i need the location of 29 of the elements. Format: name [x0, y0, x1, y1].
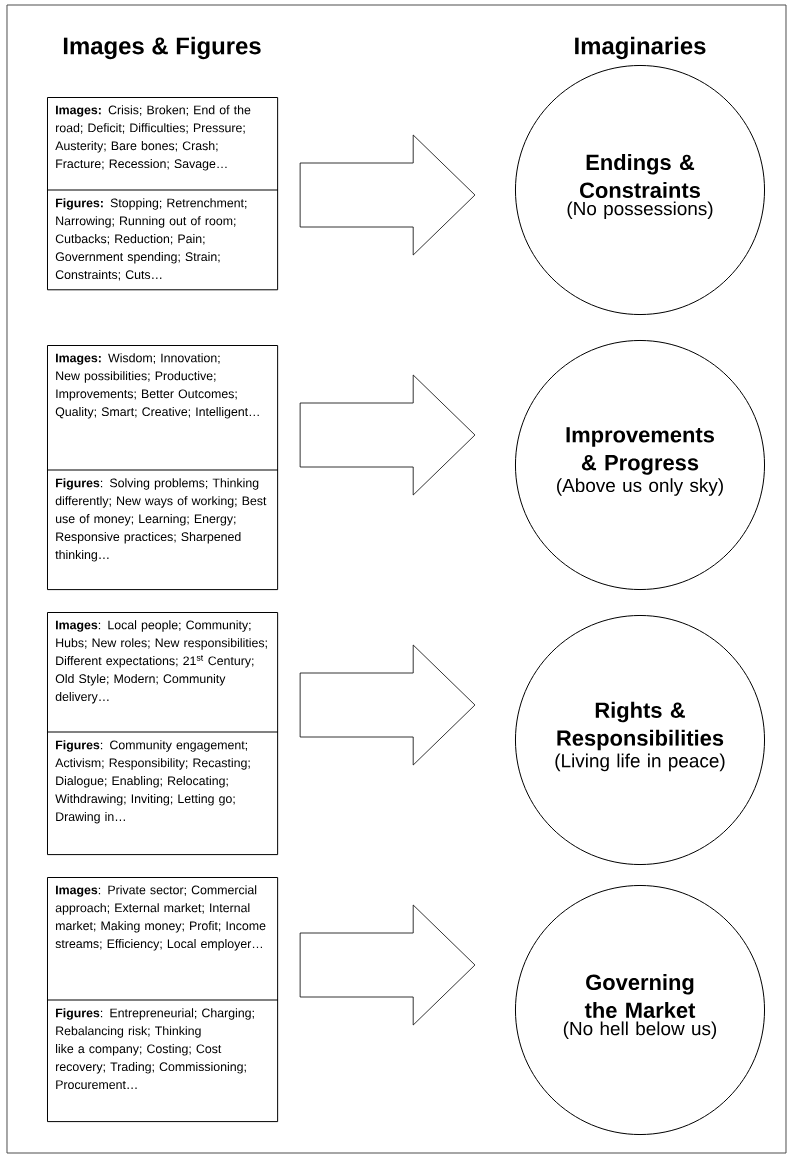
- box-text: Figures: Stopping; Retrenchment; Narrowing; Running out of room; Cutbacks; Reduction; Pain; Government spending; Strain; Constraints; Cuts…: [55, 198, 247, 281]
- text-box: [47, 612, 279, 856]
- column-heading: Images & Figures: [63, 36, 261, 60]
- circle-subtitle: (Living life in peace): [555, 753, 725, 772]
- circle-subtitle: (Above us only sky): [557, 478, 723, 496]
- circle-title: Endings & Constraints: [580, 154, 700, 198]
- circle-subtitle: (No possessions): [567, 201, 713, 220]
- box-text: Figures: Community engagement; Activism; Responsibility; Recasting; Dialogue; Enabling; Relocating; Withdrawing; Inviting; Letting go; Drawing in…: [55, 740, 250, 824]
- imaginary-circle: [514, 65, 766, 316]
- box-text: Images: Wisdom; Innovation; New possibilities; Productive; Improvements; Better Outcomes; Quality; Smart; Creative; Intelligent…: [55, 353, 259, 419]
- block-arrow: [299, 134, 476, 256]
- imaginary-circle: [514, 614, 766, 866]
- text-box: [47, 877, 279, 1123]
- text-box: [47, 345, 279, 591]
- box-text: Images: Crisis; Broken; End of the road; Deficit; Difficulties; Pressure; Austerity; Bare bones; Crash; Fracture; Recession; Savage…: [55, 105, 251, 171]
- imaginary-circle: [514, 884, 766, 1136]
- block-arrow: [299, 904, 476, 1026]
- box-text: Images: Local people; Community; Hubs; New roles; New responsibilities; Different expectations; 21$^{st}$ Century; Old Style; Modern; Community delivery…: [55, 620, 267, 704]
- circle-subtitle: (No hell below us): [563, 1021, 717, 1040]
- block-arrow: [299, 644, 476, 766]
- circle-title: Improvements & Progress: [566, 427, 714, 475]
- box-text: Figures: Solving problems; Thinking differently; New ways of working; Best use of money; Learning; Energy; Responsive practices; Sharpened thinking…: [55, 478, 267, 562]
- circle-title: Governing the Market: [584, 974, 696, 1018]
- box-text: Images: Private sector; Commercial approach; External market; Internal market; Making money; Profit; Income streams; Efficiency; Local employer…: [55, 885, 266, 951]
- imaginary-circle: [514, 340, 766, 591]
- block-arrow: [299, 374, 476, 496]
- box-text: Figures: Entrepreneurial; Charging; Rebalancing risk; Thinking like a company; Costing; Cost recovery; Trading; Commissioning; Procurement…: [56, 1008, 254, 1089]
- circle-title: Rights & Responsibilities: [557, 701, 724, 751]
- text-box: [47, 97, 279, 291]
